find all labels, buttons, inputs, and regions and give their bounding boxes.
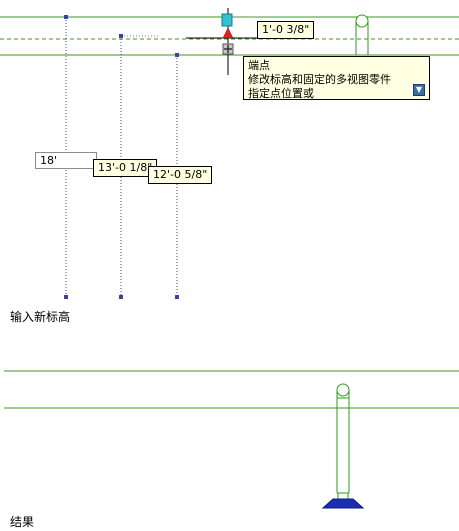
dimension-markers <box>64 15 179 299</box>
elevation-readout-1: 13'-0 1/8" <box>93 159 158 177</box>
tooltip-title: 端点 <box>248 59 270 72</box>
caption-result: 结果 <box>10 515 35 529</box>
result-pipe-base <box>321 498 365 509</box>
endpoint-snap-icon <box>222 27 234 39</box>
elevation-input-field[interactable]: 18' <box>35 152 97 169</box>
drawing-canvas-edit[interactable] <box>0 0 459 300</box>
tooltip-line-1: 修改标高和固定的多视图零件 <box>248 73 391 86</box>
snap-distance-readout: 1'-0 3/8" <box>257 21 315 39</box>
expand-down-icon[interactable]: ▼ <box>413 84 425 96</box>
tooltip-line-2: 指定点位置或 <box>248 87 314 100</box>
pipe-top-view[interactable] <box>355 14 369 55</box>
osnap-tooltip: 端点 修改标高和固定的多视图零件 指定点位置或 ▼ <box>243 56 430 100</box>
move-grip-icon[interactable] <box>222 43 234 55</box>
elevation-readout-2: 12'-0 5/8" <box>148 166 213 184</box>
result-pipe <box>336 383 350 500</box>
caption-enter-new-elevation: 输入新标高 <box>10 310 71 324</box>
grip-handle[interactable] <box>221 13 233 27</box>
